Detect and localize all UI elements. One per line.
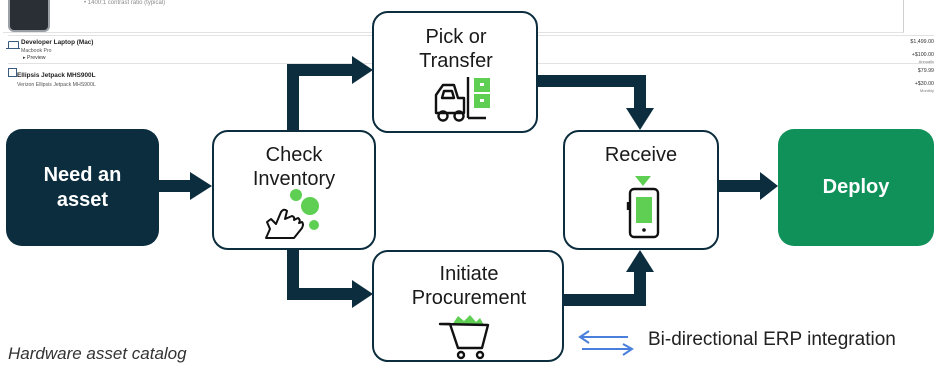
connector-receive-deploy (718, 180, 762, 192)
pick-transfer-box: Pick or Transfer (372, 11, 538, 133)
initiate-procurement-label: Initiate Procurement (411, 263, 527, 309)
arrowhead-check-procure (352, 280, 373, 308)
catalog-item-price: $1,499.00 (910, 39, 934, 45)
connector-check-procure-vertical (287, 250, 299, 300)
catalog-item-period: Annually (918, 59, 934, 64)
pick-transfer-label: Pick or Transfer (419, 26, 493, 72)
connector-check-procure-horizontal (287, 288, 354, 300)
catalog-item-subtitle: Macbook Pro (21, 48, 52, 54)
arrowhead-start-check (190, 172, 212, 200)
connector-start-check (158, 180, 192, 192)
receive-box: Receive (563, 130, 719, 250)
laptop-icon (6, 41, 20, 49)
mobile-phone-icon (626, 176, 660, 239)
catalog-caption: Hardware asset catalog (8, 344, 187, 363)
deploy-box: Deploy (778, 129, 934, 246)
phone-thumbnail (8, 0, 50, 32)
need-asset-label: Need an asset (43, 163, 122, 211)
shopping-cart-icon (438, 315, 490, 360)
catalog-item-period: Monthly (919, 88, 934, 93)
catalog-item-title[interactable]: Ellipsis Jetpack MHS900L (17, 72, 96, 79)
initiate-procurement-box: Initiate Procurement (372, 250, 564, 362)
need-asset-box: Need an asset (6, 129, 159, 246)
receive-label: Receive (604, 144, 678, 166)
arrowhead-procure-receive (626, 250, 654, 272)
arrowhead-receive-deploy (760, 172, 778, 200)
connector-check-pick-horizontal (287, 64, 354, 76)
check-inventory-box: Check Inventory (212, 130, 376, 250)
deploy-label: Deploy (822, 176, 890, 198)
arrowhead-pick-receive (626, 108, 654, 130)
connector-pick-receive-horizontal (537, 75, 646, 87)
arrowhead-check-pick (352, 56, 373, 84)
legend-label: Bi-directional ERP integration (648, 329, 896, 350)
catalog-item-title[interactable]: Developer Laptop (Mac) (21, 39, 94, 46)
catalog-item-extra: +$100.00 (911, 52, 934, 58)
connector-check-pick-vertical (287, 64, 299, 132)
forklift-icon (434, 77, 490, 122)
check-inventory-label: Check Inventory (252, 144, 336, 190)
preview-link[interactable]: ▸ Preview (23, 55, 46, 61)
connector-pick-receive-vertical (634, 75, 646, 109)
connector-procure-receive-horizontal (563, 294, 646, 306)
catalog-item-extra: +$30.00 (914, 81, 934, 87)
catalog-item-price: $79.99 (917, 68, 934, 74)
hand-pointer-icon (265, 189, 319, 239)
connector-procure-receive-vertical (634, 270, 646, 306)
phone-note: • 1400:1 contrast ratio (typical) (84, 0, 166, 6)
device-icon (8, 68, 17, 77)
catalog-item-subtitle: Verizon Ellipsis Jetpack MHS900L (17, 82, 96, 88)
